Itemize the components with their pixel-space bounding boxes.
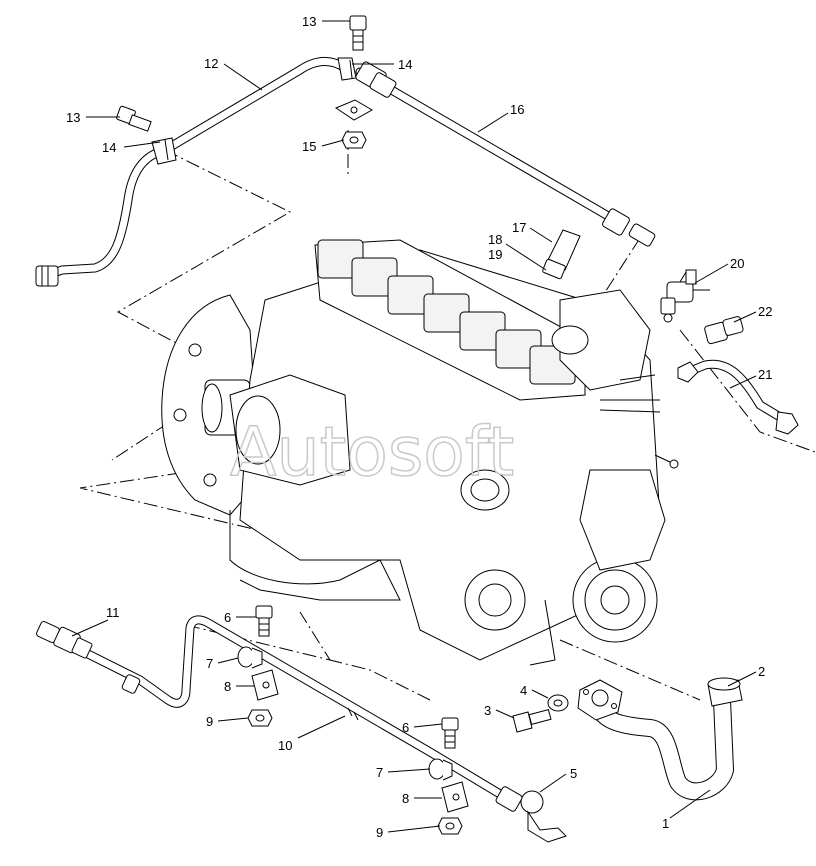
pipe-clamp-left-lower [121, 674, 141, 694]
filler-hose-1 [586, 689, 734, 801]
callout-6: 6 [402, 720, 409, 735]
callout-14: 14 [398, 57, 412, 72]
bolt-13-left [116, 105, 152, 132]
callout-15: 15 [302, 139, 316, 154]
oil-pan [229, 510, 401, 601]
callout-6: 6 [224, 610, 231, 625]
bolt-6-upper [255, 605, 273, 637]
callout-13: 13 [66, 110, 80, 125]
fitting-5 [520, 790, 544, 814]
clamp-7-lower [428, 758, 453, 781]
injector-blocks [317, 239, 576, 385]
callout-5: 5 [570, 766, 577, 781]
pipe-clamp-top [337, 57, 357, 81]
callout-2: 2 [758, 664, 765, 679]
callout-21: 21 [758, 367, 772, 382]
callout-3: 3 [484, 703, 491, 718]
valve-20 [660, 269, 710, 323]
banjo-connector [628, 223, 656, 247]
callout-16: 16 [510, 102, 524, 117]
callout-1: 1 [662, 816, 669, 831]
callout-9: 9 [376, 825, 383, 840]
sleeve-17 [542, 229, 581, 280]
callout-7: 7 [376, 765, 383, 780]
callout-13: 13 [302, 14, 316, 29]
engine-assembly [161, 239, 679, 666]
filler-cap-2 [707, 677, 743, 707]
callout-7: 7 [206, 656, 213, 671]
housing-bolt [203, 473, 217, 487]
callout-11: 11 [106, 605, 120, 620]
callout-labels: 13 12 14 13 14 15 16 17 18 19 20 22 21 1… [66, 14, 772, 840]
pipe-clamp-left [151, 137, 177, 165]
callout-14: 14 [102, 140, 116, 155]
callout-20: 20 [730, 256, 744, 271]
callout-8: 8 [402, 791, 409, 806]
callout-12: 12 [204, 56, 218, 71]
callout-19: 19 [488, 247, 502, 262]
callout-10: 10 [278, 738, 292, 753]
bolt-6-lower [441, 717, 459, 749]
housing-bolt [188, 343, 202, 357]
dipstick-tube [529, 599, 556, 666]
leader-lines [71, 20, 757, 833]
union-22 [704, 316, 744, 345]
bolt-3 [512, 708, 552, 733]
housing-bolt [173, 408, 187, 422]
callout-8: 8 [224, 679, 231, 694]
washer-4 [547, 694, 569, 712]
pipe-21 [677, 359, 799, 435]
upper-fuel-pipe [35, 57, 656, 287]
watermark-text: Autosoft [230, 413, 514, 492]
callout-9: 9 [206, 714, 213, 729]
intake-housing [559, 289, 651, 391]
callout-18: 18 [488, 232, 502, 247]
bolt-13-top [349, 15, 367, 51]
pipe-union-nut [369, 72, 397, 98]
pipe-end-fitting [35, 265, 59, 287]
lower-fuel-pipe [36, 615, 567, 843]
timing-cover [579, 469, 666, 571]
clamp-7-upper [237, 646, 263, 669]
callout-17: 17 [512, 220, 526, 235]
callout-4: 4 [520, 683, 527, 698]
callout-22: 22 [758, 304, 772, 319]
pipe-union-nut [602, 208, 630, 236]
